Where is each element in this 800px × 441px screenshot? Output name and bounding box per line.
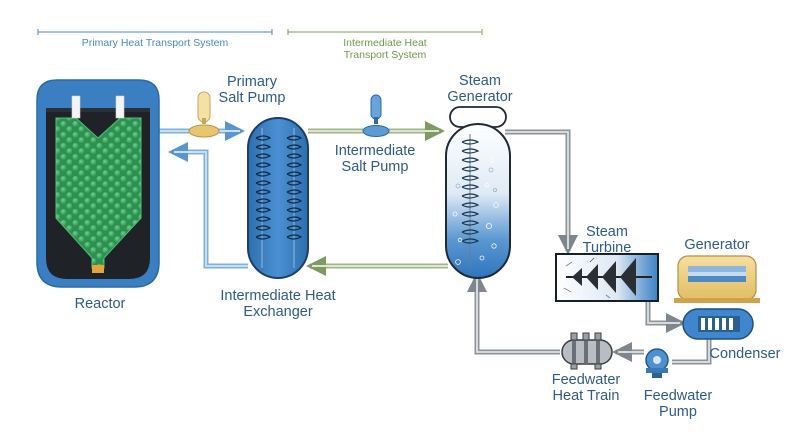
intermediate-salt-pump-label: Intermediate Salt Pump [325,143,425,175]
intermediate-system-header-line1: Intermediate Heat [343,37,427,49]
feedwater-heat-train-label: Feedwater Heat Train [538,372,634,404]
condenser-label: Condenser [709,346,781,362]
steam-turbine-label: Steam Turbine [572,224,642,256]
intermediate-system-header-line2: Transport System [343,49,427,61]
steam-generator-label-line2: Generator [447,89,513,105]
primary-system-bracket [37,29,273,35]
intermediate-salt-pump-label-line1: Intermediate [334,143,416,159]
ihx-label-line1: Intermediate Heat [220,288,336,304]
steam-generator-label-line1: Steam [459,73,501,89]
intermediate-system-bracket [287,29,483,35]
feedwater-heat-train-label-line2: Heat Train [552,388,620,404]
intermediate-heat-exchanger-label: Intermediate Heat Exchanger [200,288,356,320]
intermediate-salt-pump-icon [362,94,390,137]
ihx-label-line2: Exchanger [243,304,313,320]
feedwater-pump-label-line2: Pump [659,404,697,420]
generator-icon [674,255,760,303]
primary-salt-pump-label: Primary Salt Pump [212,74,292,106]
primary-return-pipe [168,142,248,269]
heat-exchanger-icon [247,117,309,279]
feedwater-heat-train-label-line1: Feedwater [551,372,621,388]
feedwater-heat-train-icon [561,332,613,370]
turbine-exhaust-pipe [645,300,686,333]
reactor-label: Reactor [74,296,126,312]
condensate-pipe [672,337,712,365]
feedwater-pump-label: Feedwater Pump [630,388,726,420]
feedwater-pump-icon [645,348,669,378]
steam-turbine-label-line1: Steam [586,224,628,240]
generator-label: Generator [684,237,750,253]
primary-system-header: Primary Heat Transport System [81,37,229,49]
reactor-vessel-icon [36,79,160,288]
feedwater-return-pipe [467,272,560,355]
intermediate-salt-pump-label-line2: Salt Pump [341,159,409,175]
primary-salt-pump-icon [188,91,220,138]
feedwater-pump-label-line1: Feedwater [643,388,713,404]
steam-generator-icon [445,106,511,279]
condenser-icon [682,308,754,340]
steam-generator-label: Steam Generator [430,73,530,105]
primary-salt-pump-label-line1: Primary [227,74,277,90]
steam-turbine-label-line2: Turbine [582,240,632,256]
steam-turbine-icon [555,253,659,302]
steam-pipe [505,129,578,255]
intermediate-system-header: Intermediate Heat Transport System [288,37,482,61]
primary-salt-pump-label-line2: Salt Pump [218,90,286,106]
